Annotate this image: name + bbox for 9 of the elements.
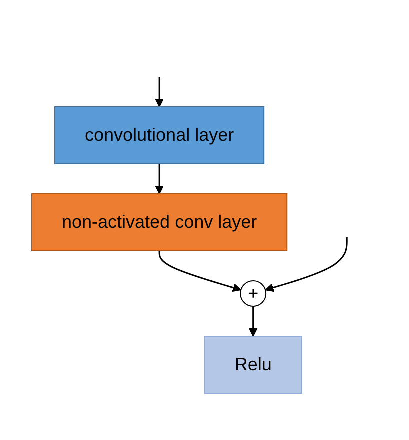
node-circle: +	[240, 280, 267, 307]
node-box: convolutional layer	[54, 106, 265, 164]
node-box: Relu	[204, 336, 302, 394]
arrow	[265, 237, 348, 292]
arrow	[155, 164, 164, 194]
node-box: non-activated conv layer	[31, 193, 288, 252]
arrow	[158, 250, 242, 292]
arrow	[155, 76, 164, 108]
arrow	[248, 306, 258, 337]
